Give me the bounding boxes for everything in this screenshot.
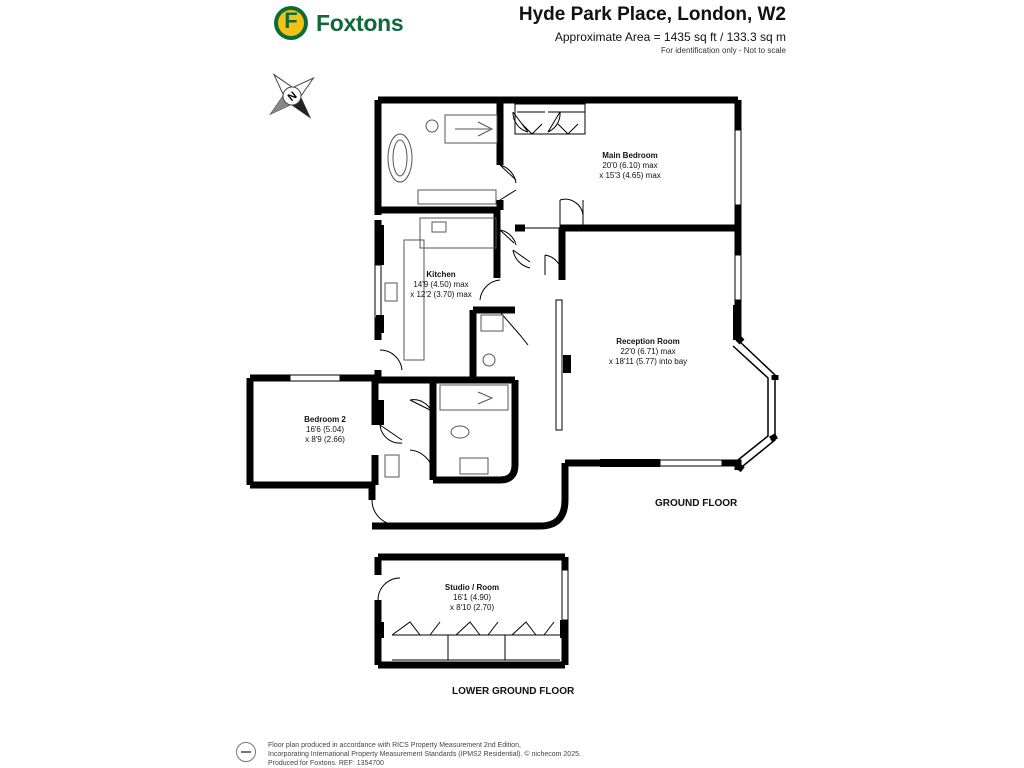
- svg-text:Kitchen: Kitchen: [426, 270, 455, 279]
- svg-text:16'1 (4.90): 16'1 (4.90): [453, 593, 491, 602]
- svg-text:x 12'2 (3.70) max: x 12'2 (3.70) max: [410, 290, 472, 299]
- room-label-kitchen: Kitchen 14'9 (4.50) max x 12'2 (3.70) ma…: [410, 270, 472, 299]
- svg-text:Main Bedroom: Main Bedroom: [602, 151, 658, 160]
- ground-floor-label: GROUND FLOOR: [655, 498, 738, 509]
- footer-line-1: Floor plan produced in accordance with R…: [268, 742, 521, 749]
- svg-text:x 8'9 (2.66): x 8'9 (2.66): [305, 435, 345, 444]
- compass-icon: N: [269, 73, 315, 119]
- svg-text:x 18'11 (5.77) into bay: x 18'11 (5.77) into bay: [609, 357, 687, 366]
- svg-text:x 8'10 (2.70): x 8'10 (2.70): [450, 603, 495, 612]
- footer-line-2: Incorporating International Property Mea…: [268, 751, 581, 758]
- room-label-studio: Studio / Room 16'1 (4.90) x 8'10 (2.70): [445, 583, 499, 612]
- scale-note: For identification only - Not to scale: [661, 46, 786, 55]
- svg-text:Studio / Room: Studio / Room: [445, 583, 499, 592]
- approximate-area: Approximate Area = 1435 sq ft / 133.3 sq…: [554, 30, 786, 44]
- doors: [371, 111, 584, 526]
- bay-window: [732, 339, 776, 471]
- room-label-reception: Reception Room 22'0 (6.71) max x 18'11 (…: [609, 337, 687, 366]
- footer-line-3: Produced for Foxtons. REF: 1354700: [268, 760, 384, 767]
- svg-text:16'6 (5.04): 16'6 (5.04): [306, 425, 344, 434]
- property-title: Hyde Park Place, London, W2: [518, 4, 786, 25]
- svg-text:x 15'3 (4.65) max: x 15'3 (4.65) max: [599, 171, 661, 180]
- windows: [289, 129, 742, 467]
- svg-text:Bedroom 2: Bedroom 2: [304, 415, 346, 424]
- svg-text:20'0 (6.10) max: 20'0 (6.10) max: [602, 161, 657, 170]
- wall-piers: [376, 225, 741, 467]
- bathroom-fixtures: [384, 114, 509, 478]
- ground-floor-walls: [246, 96, 779, 530]
- brand-logo: F Foxtons: [274, 4, 404, 42]
- room-label-main-bedroom: Main Bedroom 20'0 (6.10) max x 15'3 (4.6…: [599, 151, 661, 180]
- lower-ground-fixtures: [377, 569, 569, 661]
- svg-text:Reception Room: Reception Room: [616, 337, 680, 346]
- lower-ground-floor-label: LOWER GROUND FLOOR: [452, 686, 575, 697]
- room-label-bedroom-2: Bedroom 2 16'6 (5.04) x 8'9 (2.66): [304, 415, 346, 444]
- foxtons-logo-icon: F: [274, 6, 308, 40]
- brand-name: Foxtons: [316, 9, 404, 36]
- measurement-standard-icon: [236, 742, 256, 762]
- footer-disclaimer: Floor plan produced in accordance with R…: [268, 741, 581, 768]
- svg-text:22'0 (6.71) max: 22'0 (6.71) max: [620, 347, 675, 356]
- svg-text:14'9 (4.50) max: 14'9 (4.50) max: [413, 280, 468, 289]
- wardrobes: [514, 103, 586, 135]
- lower-ground-piers: [376, 620, 568, 638]
